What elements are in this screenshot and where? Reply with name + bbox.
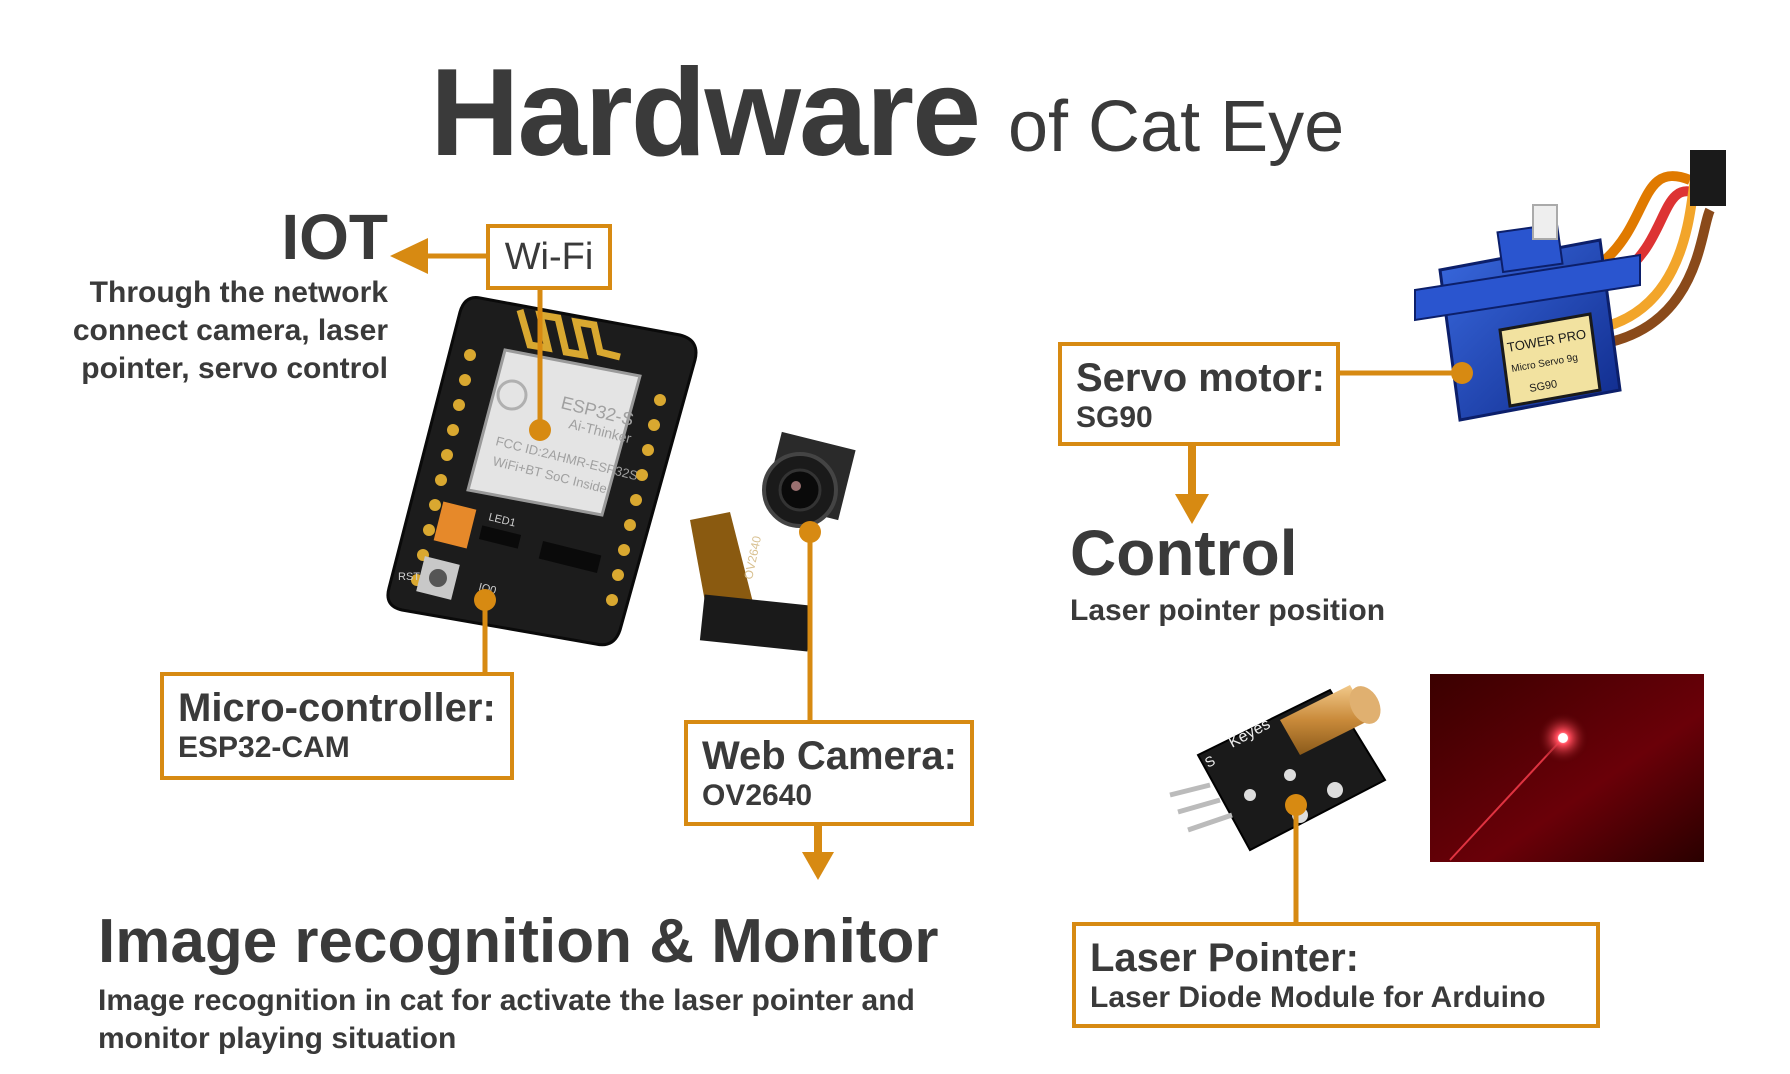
image-desc-line-2: monitor playing situation [98, 1022, 457, 1055]
image-arrow-head [802, 852, 834, 880]
page-title: Hardware [430, 44, 981, 182]
iot-desc-line-2: connect camera, laser [72, 314, 388, 347]
iot-desc-line-3: pointer, servo control [81, 352, 388, 385]
esp32-cam-board-image: ESP32-S Ai-Thinker FCC ID:2AHMR-ESP32S W… [386, 296, 698, 647]
image-recognition-description: Image recognition in cat for activate th… [98, 982, 915, 1058]
servo-endpoint-dot [1451, 362, 1473, 384]
iot-description: Through the network connect camera, lase… [73, 274, 388, 388]
sg90-servo-image: TOWER PRO Micro Servo 9g SG90 [1414, 150, 1726, 422]
wifi-endpoint-dot [529, 419, 551, 441]
control-arrow-head [1175, 494, 1209, 524]
servo-motor-sub: SG90 [1076, 401, 1153, 434]
wifi-box: Wi-Fi [486, 224, 612, 290]
laser-pointer-title: Laser Pointer: [1090, 936, 1359, 980]
laser-endpoint-dot [1285, 794, 1307, 816]
wifi-label: Wi-Fi [504, 235, 594, 278]
web-camera-title: Web Camera: [702, 734, 957, 778]
micro-controller-sub: ESP32-CAM [178, 731, 350, 764]
rst-label: RST [398, 571, 420, 583]
iot-desc-line-1: Through the network [89, 276, 388, 309]
micro-controller-box: Micro-controller: ESP32-CAM [160, 672, 514, 780]
servo-motor-box: Servo motor: SG90 [1058, 342, 1340, 446]
laser-pointer-sub: Laser Diode Module for Arduino [1090, 981, 1546, 1014]
web-camera-box: Web Camera: OV2640 [684, 720, 974, 826]
laser-pointer-box: Laser Pointer: Laser Diode Module for Ar… [1072, 922, 1600, 1028]
image-desc-line-1: Image recognition in cat for activate th… [98, 984, 915, 1017]
ov2640-camera-image: OV2640 [690, 431, 856, 652]
iot-arrow-head [390, 238, 428, 274]
control-description: Laser pointer position [1070, 594, 1386, 627]
webcam-endpoint-dot [799, 521, 821, 543]
servo-motor-title: Servo motor: [1076, 356, 1325, 400]
servo-code-label: SG90 [1528, 378, 1558, 395]
iot-heading: IOT [281, 201, 388, 273]
micro-endpoint-dot [474, 589, 496, 611]
control-heading: Control [1070, 517, 1298, 589]
laser-module-image: Keyes S [1169, 685, 1387, 852]
camera-chip-label: OV2640 [741, 534, 764, 580]
image-recognition-heading: Image recognition & Monitor [98, 907, 939, 976]
web-camera-sub: OV2640 [702, 779, 813, 812]
connectors [390, 238, 1473, 924]
micro-controller-title: Micro-controller: [178, 686, 496, 730]
page-subtitle: of Cat Eye [1008, 87, 1345, 167]
laser-dot-photo [1430, 674, 1704, 862]
